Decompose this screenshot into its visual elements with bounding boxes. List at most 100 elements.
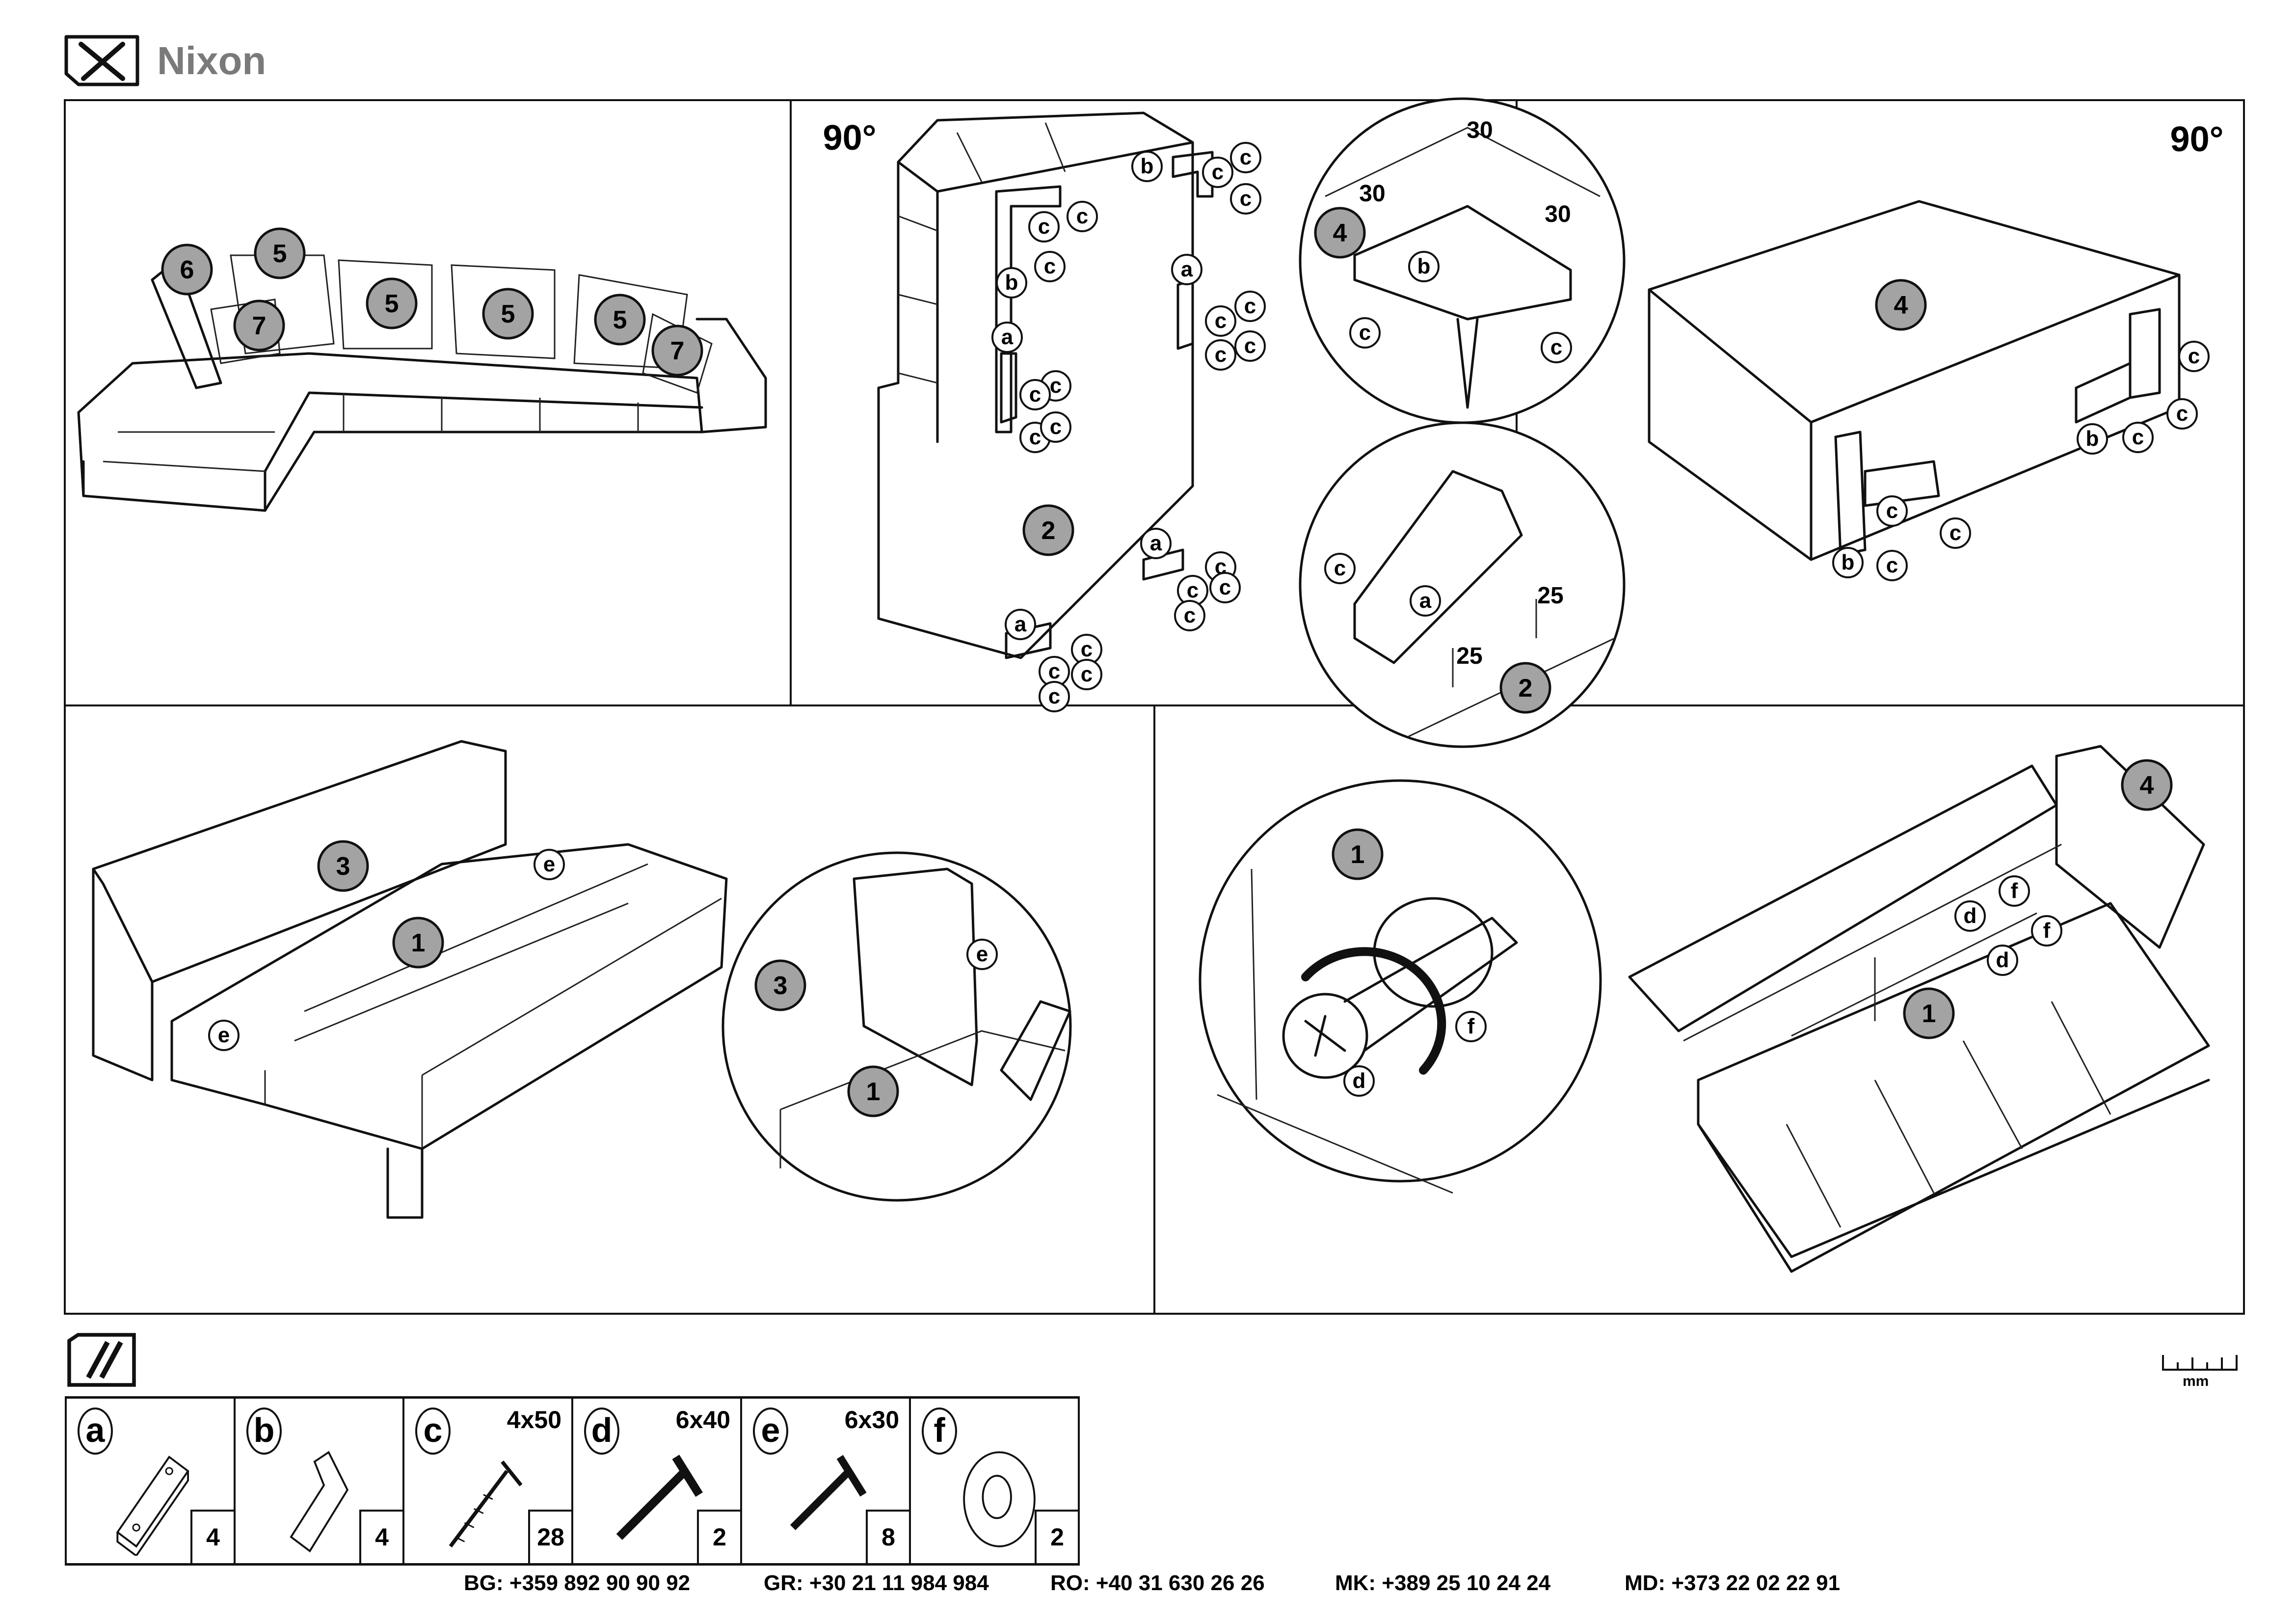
fastener-letter-callout: c: [1019, 422, 1051, 453]
callout-label: 25: [1537, 583, 1563, 609]
callout-label: c: [1240, 187, 1252, 211]
callout-label: f: [1468, 1014, 1475, 1038]
part-letter: a: [78, 1407, 113, 1455]
callout-circle: [1234, 330, 1266, 362]
fastener-letter-callout: c: [1234, 291, 1266, 322]
callout-label: c: [1244, 294, 1256, 318]
fastener-letter-callout: c: [1071, 634, 1102, 665]
fastener-letter-callout: c: [1202, 157, 1233, 188]
callout-circle: [1028, 211, 1060, 243]
part-number-callout: 6: [161, 244, 213, 296]
part-quantity: 2: [1035, 1510, 1078, 1563]
part-number-callout: 1: [392, 917, 444, 969]
fastener-letter-callout: a: [1410, 585, 1441, 617]
callout-circle: [1067, 201, 1098, 232]
callout-label: c: [2176, 402, 2188, 426]
callout-circle: [966, 939, 998, 970]
fastener-letter-callout: c: [1040, 411, 1071, 443]
part-quantity: 28: [528, 1510, 571, 1563]
dimension-label: 30: [1545, 201, 1571, 227]
callout-label: 25: [1456, 643, 1482, 669]
fastener-letter-callout: c: [1230, 142, 1261, 173]
fastener-letter-callout: c: [1067, 201, 1098, 232]
callout-label: e: [976, 942, 988, 966]
callout-circle: [651, 325, 703, 377]
part-number-callout: 1: [1332, 828, 1384, 880]
callout-label: 6: [180, 256, 194, 284]
fastener-letter-callout: c: [1034, 251, 1066, 282]
dimension-label: 25: [1456, 643, 1482, 669]
callout-label: 7: [252, 312, 267, 340]
callout-label: 4: [1894, 291, 1908, 320]
corner-sofa-drawing: [77, 254, 767, 512]
part-size: 6x40: [675, 1406, 730, 1434]
callout-circle: [754, 959, 806, 1011]
callout-circle: [366, 277, 418, 329]
dimension-label: 30: [1359, 181, 1385, 207]
callout-circle: [1174, 600, 1205, 631]
callout-label: c: [1359, 321, 1371, 345]
callout-label: 7: [670, 337, 685, 365]
dimension-label: 90°: [2170, 120, 2224, 159]
callout-label: c: [2132, 425, 2144, 449]
fastener-letter-callout: c: [1019, 379, 1051, 410]
callout-circle: [482, 288, 534, 340]
callout-label: 30: [1359, 181, 1385, 207]
part-e-icon: [790, 1455, 867, 1530]
instruction-frame: [64, 99, 2245, 1315]
callout-circle: [161, 244, 213, 296]
ruler-scale: mm: [2161, 1353, 2239, 1390]
part-number-callout: 2: [1022, 504, 1074, 556]
callout-circle: [2077, 423, 2108, 455]
fastener-letter-callout: d: [1954, 900, 1986, 932]
callout-circle: [1209, 572, 1241, 603]
callout-circle: [317, 840, 369, 892]
callout-label: 5: [385, 290, 399, 318]
part-size: 6x30: [844, 1406, 899, 1434]
callout-label: c: [1215, 343, 1227, 367]
callout-circle: [1499, 662, 1551, 714]
callout-label: c: [2188, 344, 2200, 368]
callout-circle: [1954, 900, 1986, 932]
part-number-callout: 5: [366, 277, 418, 329]
part-quantity: 8: [866, 1510, 909, 1563]
phone-ro: RO: +40 31 630 26 26: [1050, 1571, 1265, 1595]
callout-label: 5: [501, 300, 515, 328]
fastener-letter-callout: e: [208, 1020, 240, 1051]
part-number-callout: 1: [847, 1065, 899, 1117]
part-quantity: 4: [359, 1510, 402, 1563]
fastener-letter-callout: b: [2077, 423, 2108, 455]
callout-label: e: [543, 852, 555, 876]
callout-label: c: [1244, 334, 1256, 358]
part-c-icon: [449, 1460, 523, 1548]
seat-box-drawing: [1648, 200, 2181, 561]
part-number-callout: 2: [1499, 662, 1551, 714]
screws-icon: [67, 1333, 136, 1387]
callout-circle: [1005, 609, 1036, 640]
product-title: Nixon: [157, 39, 267, 82]
fastener-letter-callout: c: [1209, 572, 1241, 603]
callout-circle: [996, 267, 1027, 298]
fastener-letter-callout: e: [966, 939, 998, 970]
callout-circle: [1202, 157, 1233, 188]
callout-label: a: [1001, 325, 1014, 349]
callout-label: b: [1005, 271, 1018, 295]
callout-circle: [1408, 251, 1440, 282]
part-size: 4x50: [507, 1406, 561, 1434]
callout-circle: [1034, 251, 1066, 282]
callout-circle: [1832, 547, 1864, 578]
part-b-icon: [290, 1451, 349, 1553]
fastener-letter-callout: c: [1541, 332, 1572, 363]
fastener-letter-callout: c: [1230, 183, 1261, 215]
callout-circle: [1876, 550, 1908, 581]
callout-label: a: [1015, 612, 1027, 636]
fastener-letter-callout: c: [1234, 330, 1266, 362]
callout-circle: [2121, 759, 2173, 811]
callout-label: d: [1996, 948, 2009, 972]
callout-circle: [254, 227, 306, 279]
fastener-letter-callout: c: [1876, 550, 1908, 581]
callout-label: c: [1212, 160, 1224, 184]
